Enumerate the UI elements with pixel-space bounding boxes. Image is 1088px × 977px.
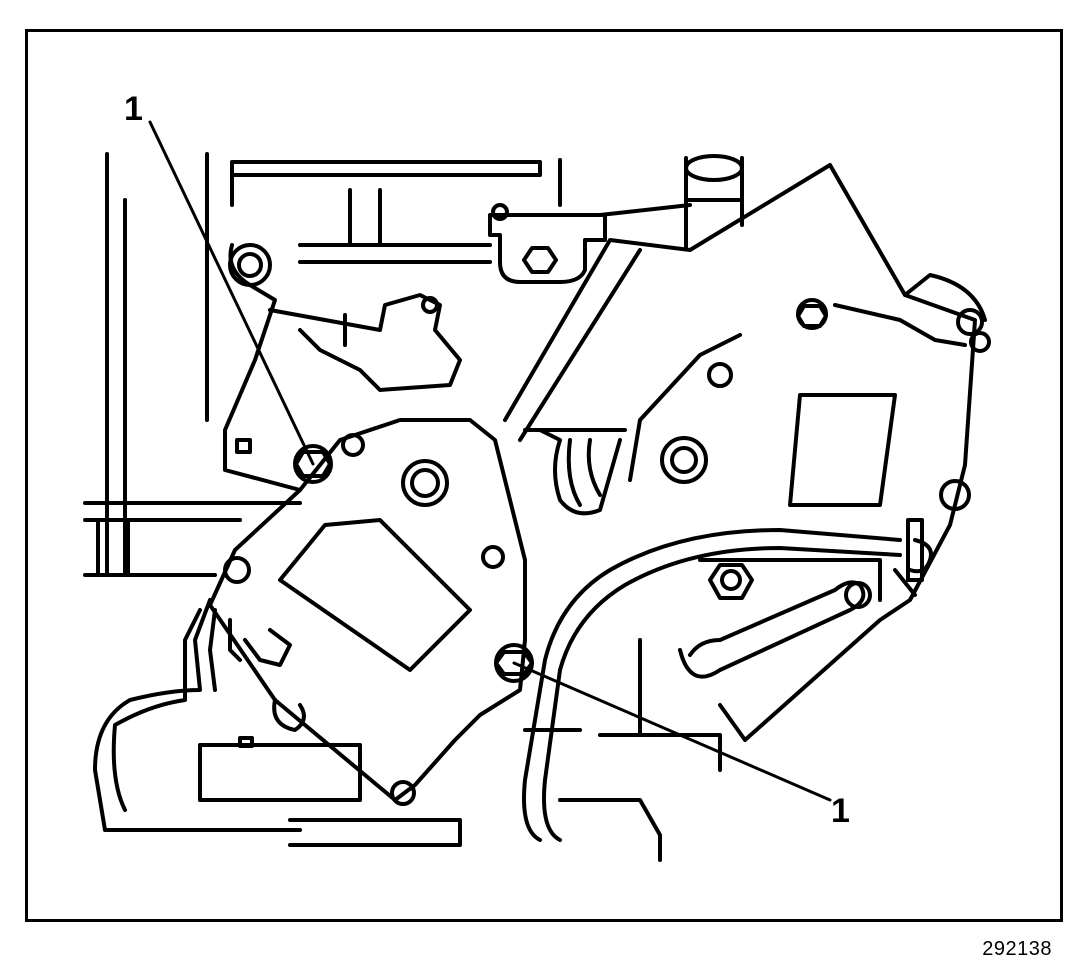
cylinder [684,154,744,250]
figure-number: 292138 [982,938,1052,960]
upper-bracket [488,203,607,284]
upper-rails [230,158,692,264]
left-housing-lines [83,152,302,577]
rear-actuator-body [503,163,991,742]
lower-base [183,638,722,862]
callout-label-lower: 1 [831,792,850,830]
slot-arm [678,558,882,679]
front-actuator-body [208,418,534,806]
leader-lines [148,120,832,802]
right-connector [893,518,933,597]
left-wiring [93,598,292,832]
left-bracket [223,243,462,492]
callout-label-upper: 1 [124,90,143,128]
wiring-harness [522,428,902,842]
